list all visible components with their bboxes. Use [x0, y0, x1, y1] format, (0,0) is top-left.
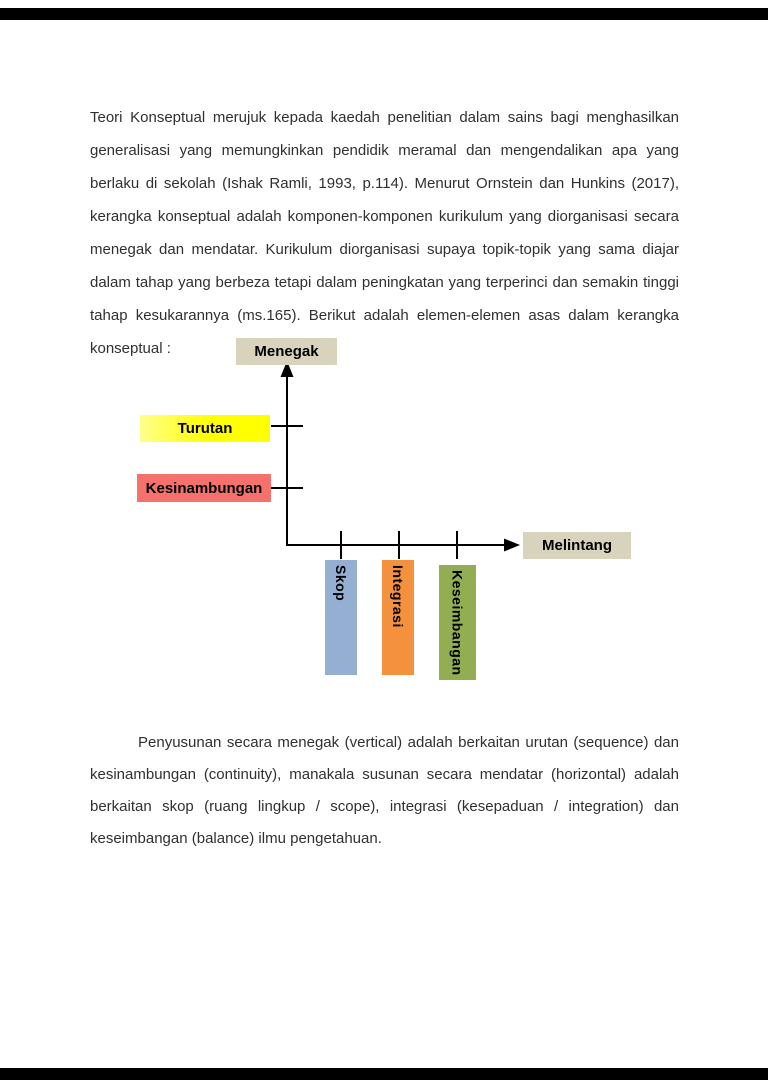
- integrasi-bar-label: Integrasi: [390, 565, 406, 628]
- top-rule: [0, 8, 768, 20]
- horizontal-axis-arrowhead: [504, 538, 520, 552]
- vertical-axis-label-box: Menegak: [236, 338, 337, 365]
- turutan-box: Turutan: [140, 415, 270, 442]
- integrasi-bar: Integrasi: [382, 560, 414, 675]
- keseimbangan-bar: Keseimbangan: [439, 565, 476, 680]
- horizontal-axis-label-box: Melintang: [523, 532, 631, 559]
- axes-graphic: [271, 361, 520, 559]
- skop-bar-label: Skop: [333, 565, 349, 602]
- kesinambungan-box: Kesinambungan: [137, 474, 271, 502]
- skop-bar: Skop: [325, 560, 357, 675]
- paragraph-summary: Penyusunan secara menegak (vertical) ada…: [90, 734, 679, 847]
- vertical-axis-arrowhead: [280, 361, 294, 377]
- concept-diagram: Menegak Turutan Kesinambungan Melintang …: [0, 330, 768, 695]
- paragraph-intro: Teori Konseptual merujuk kepada kaedah p…: [90, 109, 679, 357]
- keseimbangan-bar-label: Keseimbangan: [449, 570, 466, 676]
- bottom-rule: [0, 1068, 768, 1080]
